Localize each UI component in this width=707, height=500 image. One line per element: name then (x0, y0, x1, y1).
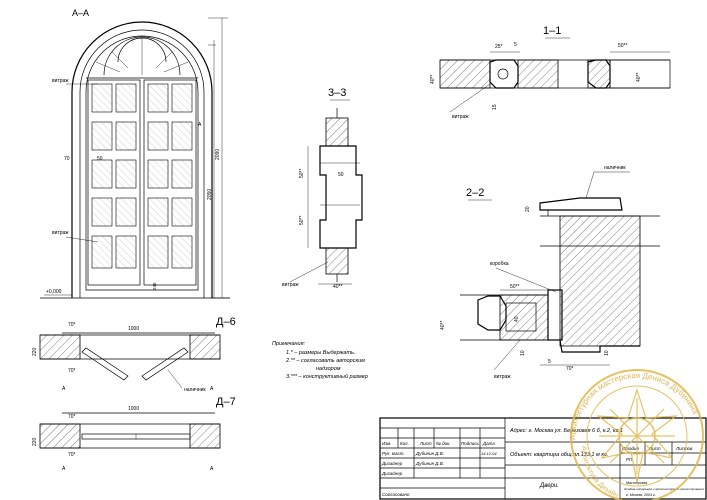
dim-20-22: 20 (525, 206, 531, 212)
notes-header: Примечания: (272, 341, 306, 347)
dim-5-22: 5 (548, 359, 551, 365)
tb-org-2: дизайна интерьера и архитектурного проек… (624, 487, 707, 491)
dim-40-22: 40 (514, 316, 520, 322)
section-3-3: 3–3 50 50** 50** 40** витраж (282, 87, 363, 290)
label-vitrazh-33: витраж (282, 282, 299, 288)
label-vitrazh-elev-1: витраж (52, 78, 69, 84)
tb-h-kol: Кол. (400, 441, 409, 446)
axis-a-d6a: А (62, 386, 66, 392)
tb-h-izm: Изм. (382, 441, 392, 446)
dim-70s-d6a: 70* (68, 322, 76, 328)
label-zero-mark: +0,000 (46, 289, 62, 295)
dim-245: 245 (152, 282, 157, 290)
dim-40ss-22: 40** (440, 320, 446, 330)
dim-height-inner: 2050 (207, 189, 213, 200)
tb-org-1: Мастерская (626, 481, 647, 485)
dim-50-33: 50 (338, 172, 344, 178)
tb-listov-h: Листов (675, 446, 693, 451)
label-vitrazh-11: витраж (452, 114, 469, 120)
axis-a-d7b: А (210, 466, 214, 472)
section-2-2: 2–2 наличник коробка витраж 50** 40** 20… (440, 165, 660, 380)
dim-height-total: 2090 (215, 149, 221, 160)
notes-line3: 3.*** – конструктивный размер (286, 373, 368, 380)
notes-line2: 2.** – согласовать авторским (285, 358, 365, 364)
axis-a-d7a: А (62, 466, 66, 472)
tb-object: Объект: квартира общ.пл.133,1 м кв. (510, 452, 608, 458)
label-nalichnik-d6: наличник (184, 387, 206, 393)
plan-d6: Д–6 1000 70* 70* 220 наличник А А (32, 316, 236, 393)
section-3-3-title: 3–3 (328, 87, 346, 99)
label-vitrazh-22: витраж (494, 374, 511, 380)
dim-70: 70 (64, 156, 70, 162)
dim-50ss-11: 50** (618, 43, 628, 49)
tb-dizayner-name: Дубинин Д.В. (415, 461, 444, 466)
notes-block: Примечания: 1.* – размеры Выдержать. 2.*… (272, 341, 368, 380)
dim-1000-d7: 1000 (128, 406, 139, 412)
tb-h-ndok: № док. (436, 441, 451, 446)
tb-list-h: Лист (648, 446, 661, 451)
dim-50: 50 (97, 156, 103, 162)
dim-50ss-33b: 50** (299, 215, 305, 225)
door-elevation: А–А (40, 8, 230, 299)
dim-70s-d7b: 70* (68, 452, 76, 458)
dim-10-22b: 10 (604, 350, 610, 356)
label-korobka: коробка (490, 261, 509, 267)
tb-stadia-h: Стадия (622, 446, 639, 451)
dim-40ss-11b: 40** (636, 72, 642, 82)
dim-50ss-33a: 50** (299, 168, 305, 178)
tb-h-list: Лист (419, 441, 432, 446)
tb-org-3: г. Москва, 2004 г. (626, 493, 656, 497)
dim-50ss-22: 50** (510, 284, 520, 290)
section-2-2-title: 2–2 (466, 187, 484, 199)
axis-a-d6b: А (210, 386, 214, 392)
tb-drawing-name: Двери. (539, 483, 559, 489)
dim-5: 5 (514, 42, 517, 48)
notes-line1: 1.* – размеры Выдержать. (286, 350, 355, 356)
elevation-title: А–А (72, 8, 89, 18)
tb-h-podpis: Подпись (461, 441, 479, 446)
tb-stadia-val: РП (626, 457, 633, 462)
notes-line2b: надзором (316, 366, 341, 372)
plan-d7: Д–7 1000 70* 70* 220 А А (32, 396, 236, 472)
tb-h-data: Дата (482, 441, 495, 446)
dim-220-d7: 220 (32, 437, 38, 446)
dim-1000-d6: 1000 (128, 326, 139, 332)
tb-ruk-name: Дубинин Д.В. (415, 451, 444, 456)
dim-25s: 25* (495, 44, 503, 50)
dim-40ss-33: 40** (333, 284, 343, 290)
tb-dizayner-role: Дизайнер (381, 460, 403, 466)
section-1-1-title: 1–1 (543, 25, 561, 37)
dim-220-d6: 220 (32, 347, 38, 356)
dim-70s-d7a: 70* (68, 414, 76, 420)
title-block: Изм. Кол. Лист № док. Подпись Дата Рук. … (379, 417, 707, 500)
dim-15: 15 (492, 104, 498, 110)
tb-soglasovano: Согласовано (382, 492, 410, 497)
label-nalichnik: наличник (604, 165, 626, 171)
dim-70s-22: 70* (566, 366, 574, 372)
label-vitrazh-elev-2: витраж (52, 230, 69, 236)
tb-ruk-role: Рук. маст. (382, 451, 405, 456)
section-1-1: 1–1 25* 5 50** 40** 40** 15 витраж (430, 25, 671, 120)
tb-address: Адрес: г. Москва ул. Березовая 6 б, к.2,… (509, 428, 623, 434)
tb-dizayner2-role: Дизайнер (381, 470, 403, 476)
dim-70s-d6b: 70* (68, 368, 76, 374)
dim-10-22a: 10 (520, 350, 526, 356)
axis-a-mark: А (198, 122, 202, 128)
tb-ruk-date: 14.12.04 (481, 451, 497, 456)
plan-d6-title: Д–6 (216, 316, 236, 328)
dim-40ss-11: 40** (430, 74, 436, 84)
plan-d7-title: Д–7 (216, 396, 236, 408)
